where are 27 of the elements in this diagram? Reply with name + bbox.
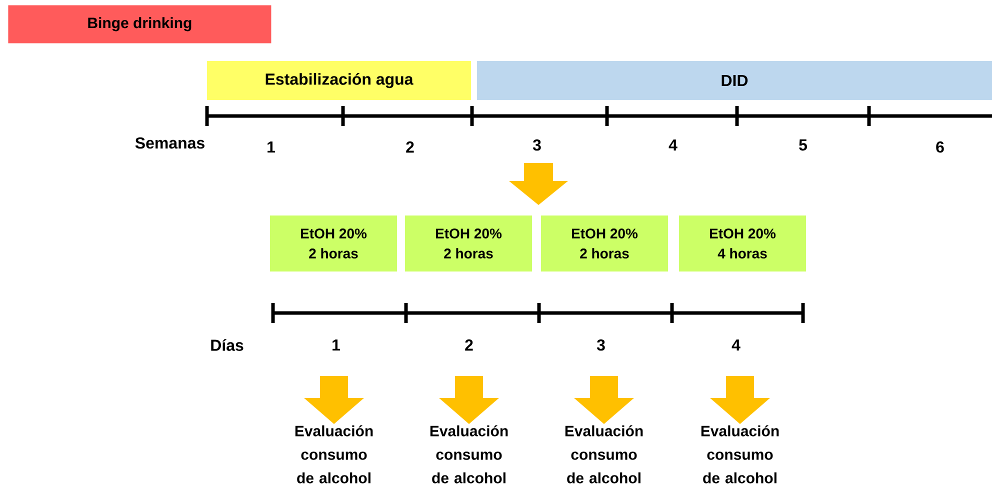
tick-label: 3 (596, 339, 605, 351)
axis-label: Semanas (135, 137, 204, 149)
block-arrow (710, 376, 770, 424)
treatment-box: EtOH 20% 4 horas (679, 216, 806, 272)
evaluation-text: Evaluación consumo de alcohol (701, 425, 779, 484)
block-arrow (304, 376, 364, 424)
tick-label: 2 (465, 339, 473, 351)
phase-band: DID (477, 61, 992, 100)
tick-label: 5 (799, 139, 808, 151)
tick-label: 1 (332, 340, 340, 350)
axis-label: Días (211, 339, 244, 351)
block-arrow (574, 376, 634, 424)
treatment-box: EtOH 20% 2 horas (270, 216, 397, 272)
block-arrow (439, 376, 499, 424)
treatment-box: EtOH 20% 2 horas (541, 216, 668, 272)
tick-label: 2 (406, 141, 414, 153)
tick-label: 4 (732, 340, 740, 350)
evaluation-text: Evaluación consumo de alcohol (430, 425, 508, 484)
evaluation-text: Evaluación consumo de alcohol (565, 425, 643, 484)
tick-label: 4 (668, 140, 678, 150)
tick-label: 1 (268, 142, 275, 152)
treatment-box: EtOH 20% 2 horas (405, 216, 532, 272)
title-banner: Binge drinking (8, 5, 272, 44)
phase-band: Estabilización agua (207, 61, 471, 100)
evaluation-text: Evaluación consumo de alcohol (295, 425, 373, 484)
tick-label: 6 (936, 141, 944, 153)
tick-label: 3 (532, 139, 541, 151)
